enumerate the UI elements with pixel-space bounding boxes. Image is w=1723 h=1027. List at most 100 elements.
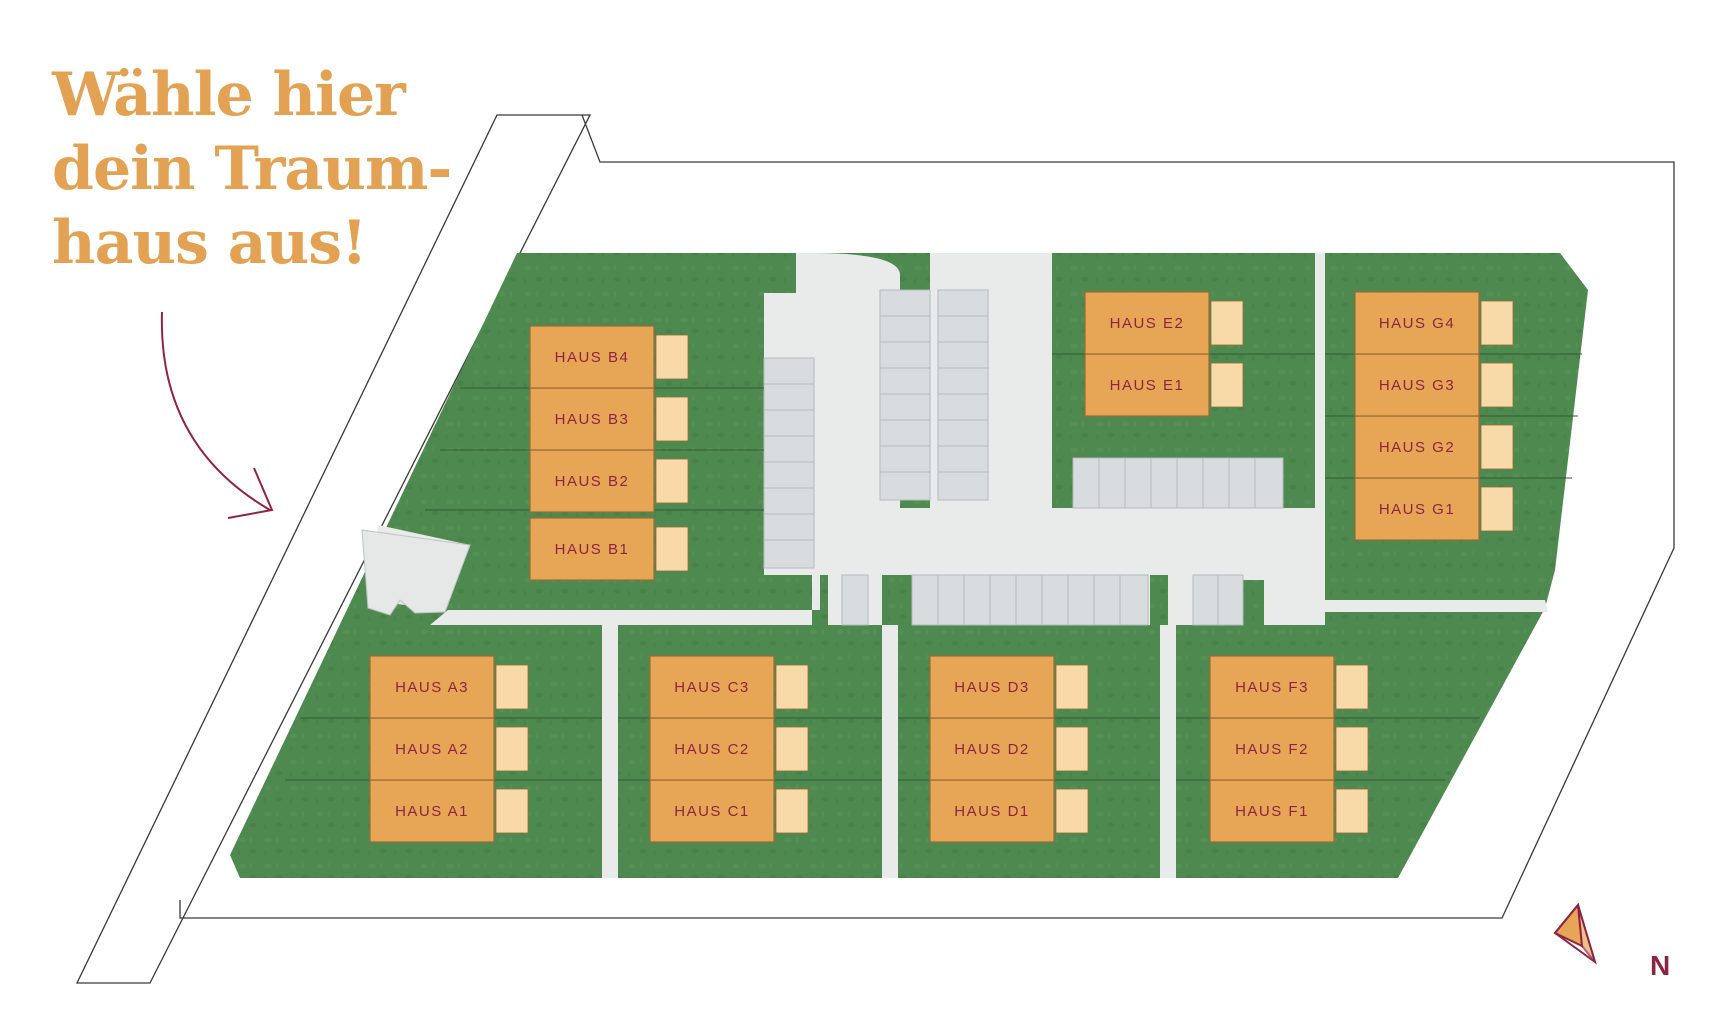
parking-areas [763, 289, 1284, 626]
house-a1[interactable]: HAUS A1 [369, 779, 529, 843]
terrace [775, 664, 809, 710]
house-body[interactable] [1209, 717, 1335, 781]
headline-line-3: haus aus! [52, 208, 367, 278]
terrace [775, 726, 809, 772]
terrace [1055, 664, 1089, 710]
terrace [1480, 486, 1514, 532]
terrace [495, 726, 529, 772]
house-label: HAUS D1 [954, 803, 1030, 820]
house-label: HAUS D3 [954, 679, 1030, 696]
house-label: HAUS E1 [1110, 377, 1185, 394]
house-label: HAUS B3 [555, 411, 630, 428]
house-body[interactable] [1084, 353, 1210, 417]
terrace [1480, 362, 1514, 408]
house-f3[interactable]: HAUS F3 [1209, 655, 1369, 719]
house-c1[interactable]: HAUS C1 [649, 779, 809, 843]
house-c3[interactable]: HAUS C3 [649, 655, 809, 719]
headline: Wähle hier dein Traum- haus aus! [52, 58, 452, 280]
plot-boundary [179, 114, 1675, 919]
terrace [1210, 300, 1244, 346]
house-label: HAUS E2 [1110, 315, 1185, 332]
headline-line-1: Wähle hier [52, 60, 406, 130]
house-label: HAUS G1 [1379, 501, 1455, 518]
house-e1[interactable]: HAUS E1 [1084, 353, 1244, 417]
house-label: HAUS G2 [1379, 439, 1455, 456]
headline-line-2: dein Traum- [52, 134, 452, 204]
house-a3[interactable]: HAUS A3 [369, 655, 529, 719]
house-body[interactable] [929, 717, 1055, 781]
house-label: HAUS F3 [1235, 679, 1309, 696]
house-d1[interactable]: HAUS D1 [929, 779, 1089, 843]
terrace [775, 788, 809, 834]
house-label: HAUS F2 [1235, 741, 1309, 758]
north-label: N [1650, 950, 1670, 981]
house-e2[interactable]: HAUS E2 [1084, 291, 1244, 355]
house-label: HAUS D2 [954, 741, 1030, 758]
terrace [1055, 726, 1089, 772]
house-body[interactable] [1354, 291, 1480, 355]
house-label: HAUS A2 [395, 741, 469, 758]
terrace [1210, 362, 1244, 408]
north-arrow-icon [1553, 902, 1597, 965]
house-body[interactable] [529, 387, 655, 451]
terrace [495, 788, 529, 834]
houses-layer: HAUS A1 HAUS A2 HAUS A3 HAUS B1 HAUS B2 HAUS … [369, 291, 1514, 843]
terrace [1335, 788, 1369, 834]
house-label: HAUS B4 [555, 349, 630, 366]
house-body[interactable] [529, 325, 655, 389]
house-g2[interactable]: HAUS G2 [1354, 415, 1514, 479]
terrace [1480, 300, 1514, 346]
house-g1[interactable]: HAUS G1 [1354, 477, 1514, 541]
house-body[interactable] [1209, 655, 1335, 719]
house-body[interactable] [1209, 779, 1335, 843]
house-label: HAUS F1 [1235, 803, 1309, 820]
house-label: HAUS C1 [674, 803, 750, 820]
house-label: HAUS A1 [395, 803, 469, 820]
house-label: HAUS C2 [674, 741, 750, 758]
house-label: HAUS B1 [555, 541, 630, 558]
house-body[interactable] [1354, 415, 1480, 479]
terrace [495, 664, 529, 710]
house-body[interactable] [369, 655, 495, 719]
parking-lines [764, 315, 1256, 625]
house-a2[interactable]: HAUS A2 [369, 717, 529, 781]
house-g4[interactable]: HAUS G4 [1354, 291, 1514, 355]
house-body[interactable] [369, 779, 495, 843]
house-d3[interactable]: HAUS D3 [929, 655, 1089, 719]
terrace [655, 396, 689, 442]
house-label: HAUS A3 [395, 679, 469, 696]
house-label: HAUS G4 [1379, 315, 1455, 332]
street [75, 114, 592, 984]
house-body[interactable] [649, 655, 775, 719]
terrace [655, 334, 689, 380]
house-b2[interactable]: HAUS B2 [529, 449, 689, 513]
house-label: HAUS B2 [555, 473, 630, 490]
terrace [1480, 424, 1514, 470]
house-body[interactable] [649, 779, 775, 843]
house-f1[interactable]: HAUS F1 [1209, 779, 1369, 843]
terrace [1055, 788, 1089, 834]
house-b1[interactable]: HAUS B1 [529, 517, 689, 581]
terrace [655, 526, 689, 572]
paths [361, 253, 1548, 878]
house-b4[interactable]: HAUS B4 [529, 325, 689, 389]
house-f2[interactable]: HAUS F2 [1209, 717, 1369, 781]
house-body[interactable] [369, 717, 495, 781]
pointer-arrow-icon [160, 311, 274, 519]
house-b3[interactable]: HAUS B3 [529, 387, 689, 451]
house-body[interactable] [929, 779, 1055, 843]
house-body[interactable] [1084, 291, 1210, 355]
house-body[interactable] [929, 655, 1055, 719]
house-label: HAUS G3 [1379, 377, 1455, 394]
terrace [1335, 664, 1369, 710]
house-body[interactable] [1354, 477, 1480, 541]
house-c2[interactable]: HAUS C2 [649, 717, 809, 781]
house-g3[interactable]: HAUS G3 [1354, 353, 1514, 417]
house-body[interactable] [529, 517, 655, 581]
house-d2[interactable]: HAUS D2 [929, 717, 1089, 781]
house-label: HAUS C3 [674, 679, 750, 696]
terrace [655, 458, 689, 504]
terrace [1335, 726, 1369, 772]
house-body[interactable] [649, 717, 775, 781]
